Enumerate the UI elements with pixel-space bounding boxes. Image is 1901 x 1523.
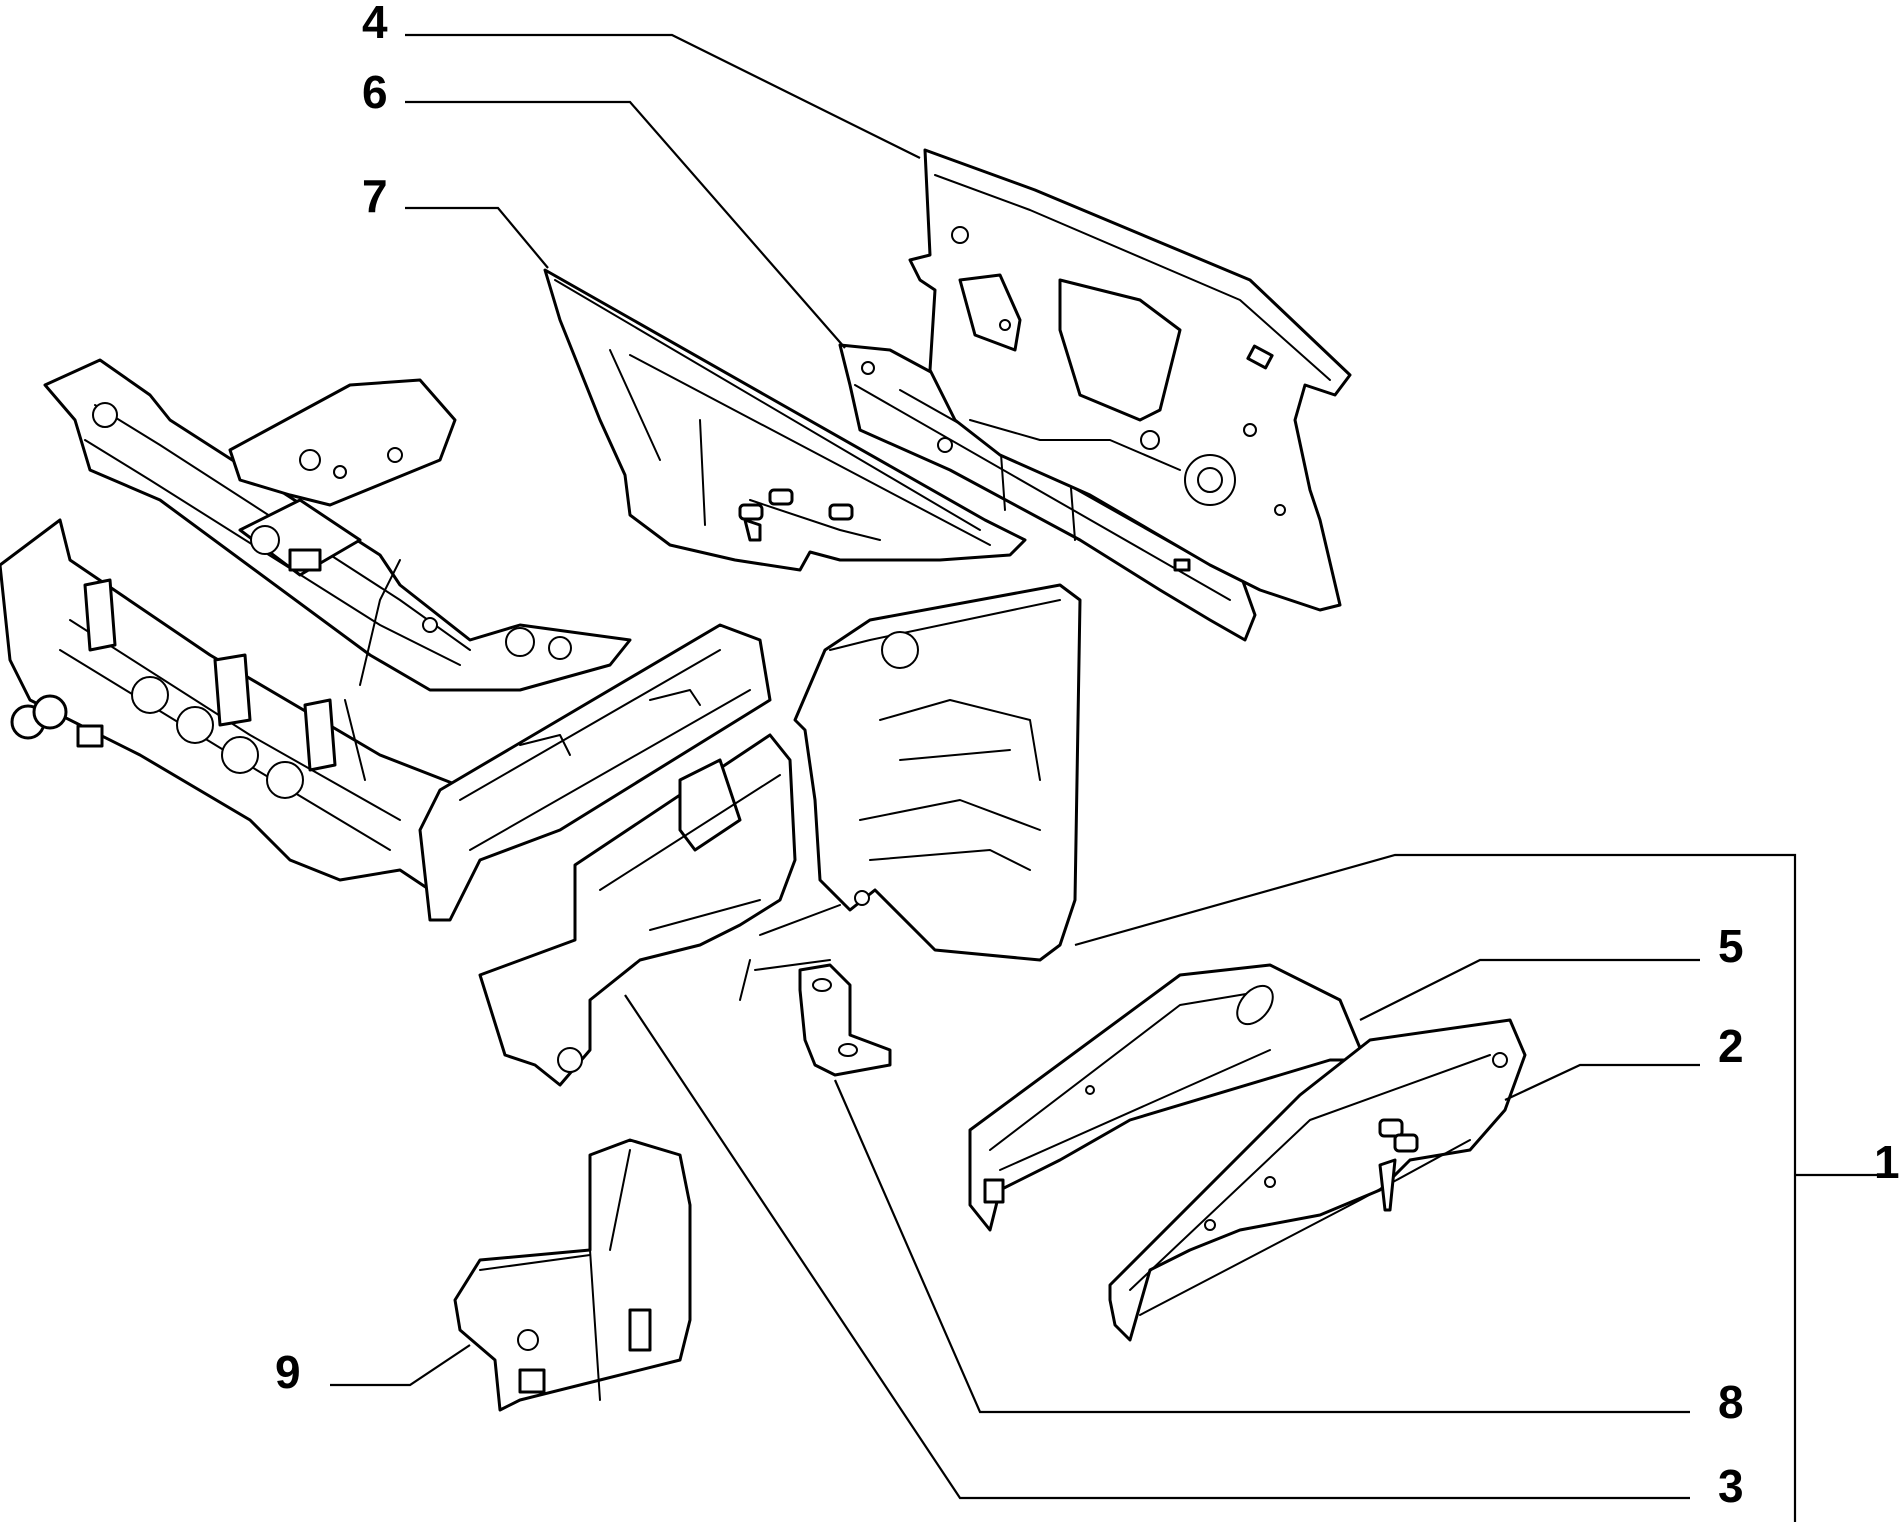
leader-5	[1359, 958, 1700, 1021]
leader-8	[833, 1079, 1690, 1414]
part-9-bracket	[453, 1138, 692, 1412]
leader-1-bracket	[1074, 853, 1797, 1522]
callout-1: 1	[1874, 1136, 1900, 1188]
callout-8: 8	[1718, 1376, 1744, 1428]
callout-6: 6	[362, 66, 388, 118]
callout-2: 2	[1718, 1020, 1744, 1072]
callout-4: 4	[362, 0, 388, 48]
leader-4	[405, 33, 921, 159]
part-4-dash-panel	[908, 148, 1352, 612]
inner-fender-apron	[793, 583, 1082, 962]
callout-7: 7	[362, 170, 388, 222]
part-7-dash-lower-panel	[543, 268, 1027, 572]
callout-5: 5	[1718, 920, 1744, 972]
leader-lines	[330, 33, 1880, 1522]
part-5-side-member-upper	[968, 963, 1367, 1232]
leader-7	[405, 206, 549, 269]
leader-9	[330, 1344, 471, 1387]
leader-6	[405, 100, 846, 349]
part-3-wheelhouse-panel	[478, 733, 797, 1087]
part-2-side-member-lower	[1108, 1018, 1527, 1342]
part-8-bracket	[739, 904, 892, 1077]
callout-3: 3	[1718, 1460, 1744, 1512]
leader-3	[624, 994, 1690, 1500]
callout-labels: 4 6 7 5 2 1 8 3 9	[275, 0, 1900, 1512]
callout-9: 9	[275, 1346, 301, 1398]
front-frame-assembly	[0, 358, 772, 922]
leader-2	[1504, 1063, 1700, 1101]
